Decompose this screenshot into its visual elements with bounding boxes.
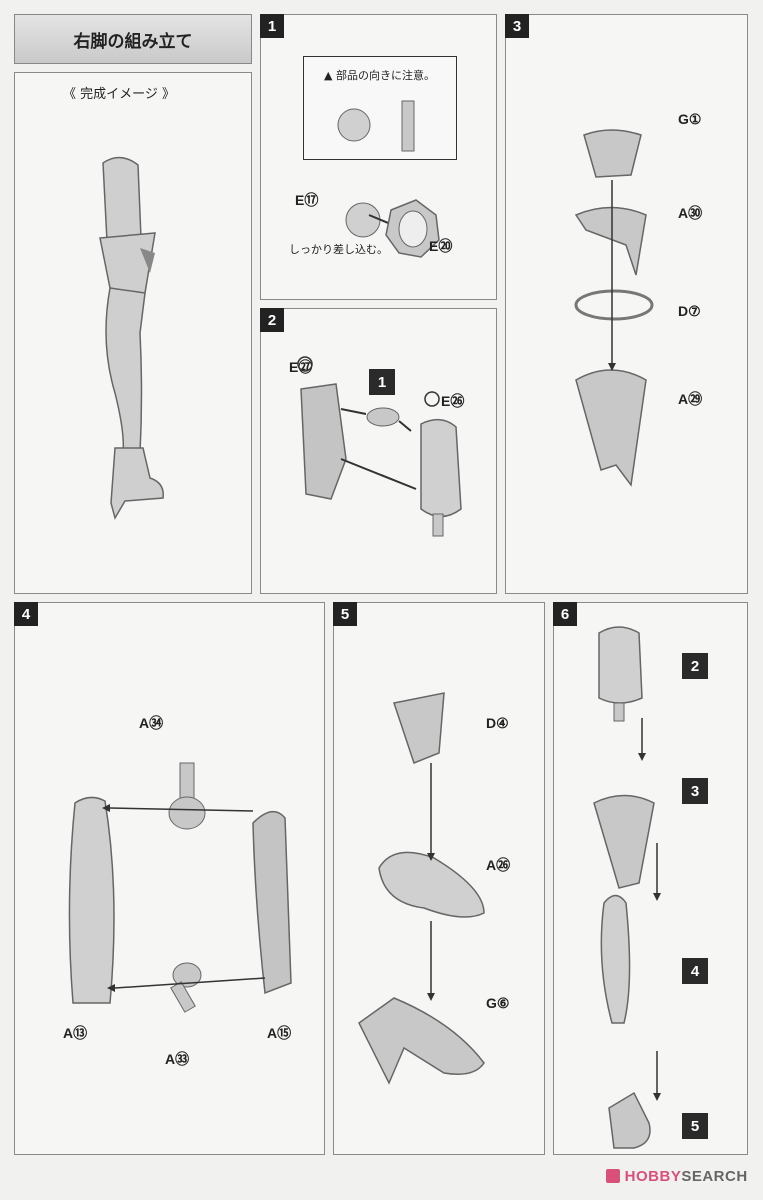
step-4-parts	[68, 762, 292, 1013]
warning-callout: ▲ 部品の向きに注意。	[303, 56, 457, 160]
part-label: A㉙	[678, 391, 703, 407]
step-reference: 5	[682, 1113, 708, 1139]
completion-panel: 《 完成イメージ 》	[14, 72, 252, 594]
part-label: D⑦	[678, 303, 701, 319]
part-label: G⑥	[486, 995, 510, 1011]
step-6-parts	[593, 626, 661, 1149]
step-reference: 3	[682, 778, 708, 804]
warning-text: ▲ 部品の向きに注意。	[324, 67, 435, 83]
part-label: A⑮	[267, 1025, 292, 1041]
step-number: 3	[505, 14, 529, 38]
step-3-parts	[574, 129, 654, 487]
step-number: 5	[333, 602, 357, 626]
part-label: A⑬	[63, 1025, 88, 1041]
step-4-panel: 4 A㉞ A⑬ A㉝ A⑮	[14, 602, 325, 1155]
step-number: 6	[553, 602, 577, 626]
pin-symbol-icon	[424, 391, 440, 407]
step-5-panel: 5 D④ A㉖ G⑥	[333, 602, 545, 1155]
part-label: A㉖	[486, 857, 511, 873]
pin-symbol-icon	[297, 356, 313, 372]
part-label: A㉝	[165, 1051, 190, 1067]
part-label: A㉚	[678, 205, 703, 221]
step-5-parts	[358, 692, 485, 1085]
step-note: しっかり差し込む。	[289, 243, 388, 256]
hobby-search-logo-icon	[606, 1169, 620, 1183]
step-number: 2	[260, 308, 284, 332]
completed-leg-illustration	[99, 156, 164, 520]
callout-parts	[337, 100, 415, 152]
step-1-parts	[345, 199, 440, 258]
watermark: HOBBYSEARCH	[606, 1168, 748, 1185]
part-label: E⑰	[295, 192, 319, 208]
part-label: G①	[678, 111, 702, 127]
step-2-parts	[297, 356, 462, 537]
step-2-panel: 2 1 E㉗ E㉖	[260, 308, 497, 594]
completion-label: 《 完成イメージ 》	[63, 87, 176, 102]
part-label: A㉞	[139, 715, 164, 731]
step-reference: 2	[682, 653, 708, 679]
step-reference: 1	[369, 369, 395, 395]
step-reference: 4	[682, 958, 708, 984]
step-number: 4	[14, 602, 38, 626]
step-3-panel: 3 G① A㉚ D⑦ A㉙	[505, 14, 748, 594]
watermark-brand-a: HOBBY	[624, 1168, 682, 1185]
step-6-panel: 6 2 3 4 5	[553, 602, 748, 1155]
part-label: E⑳	[429, 238, 453, 254]
warning-icon: ▲	[324, 69, 333, 82]
watermark-brand-b: SEARCH	[681, 1168, 748, 1185]
warning-label: 部品の向きに注意。	[335, 69, 435, 82]
step-number: 1	[260, 14, 284, 38]
page-title: 右脚の組み立て	[14, 14, 252, 64]
part-label: E㉖	[441, 393, 465, 409]
part-label: D④	[486, 715, 509, 731]
